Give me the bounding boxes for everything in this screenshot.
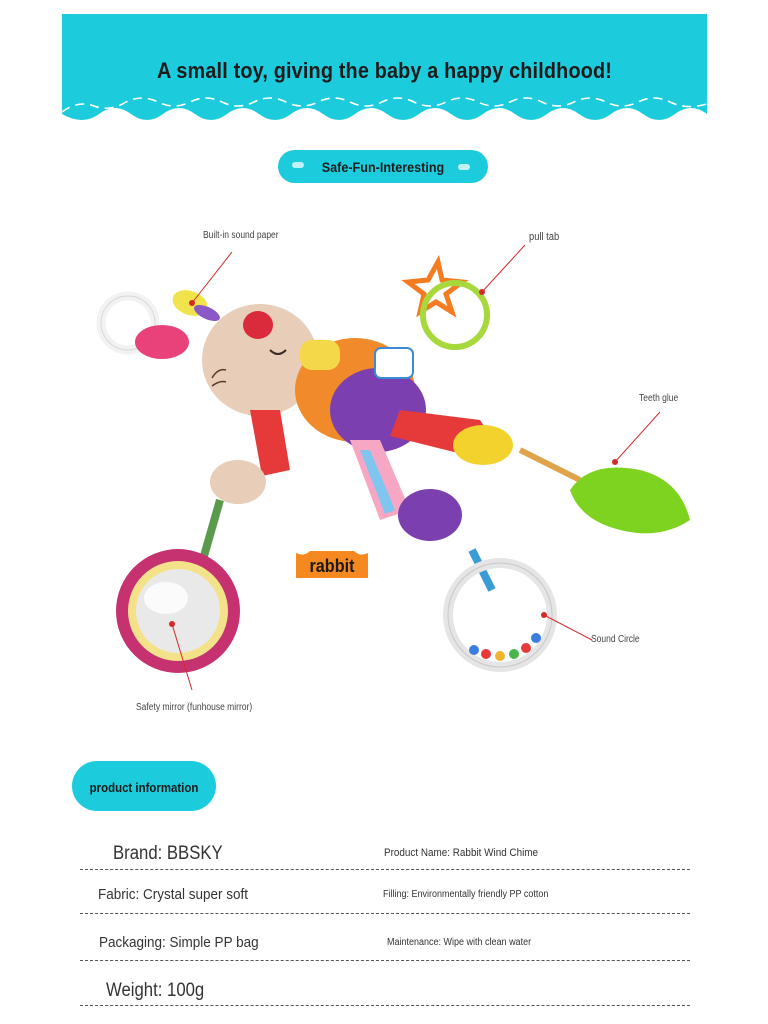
paw-beige (210, 460, 266, 504)
spec-product-name: Product Name: Rabbit Wind Chime (384, 847, 539, 859)
rabbit-eye (269, 349, 287, 355)
teether-leaf (570, 467, 690, 534)
product-info-heading: product information (72, 761, 216, 811)
divider (80, 960, 690, 961)
divider (80, 869, 690, 870)
spec-maintenance: Maintenance: Wipe with clean water (387, 937, 532, 948)
banner-background (62, 14, 707, 120)
toy-label: rabbit (309, 556, 355, 576)
callout-teeth-glue: Teeth glue (639, 393, 679, 404)
callout-pull-tab: pull tab (529, 231, 560, 243)
product-info-heading-text: product information (89, 780, 199, 795)
spec-filling: Filling: Environmentally friendly PP cot… (383, 889, 549, 900)
tagline-text: Safe-Fun-Interesting (321, 159, 445, 175)
spec-brand: Brand: BBSKY (113, 843, 223, 864)
callout-sound-circle: Sound Circle (591, 634, 640, 645)
brand-tag (374, 347, 414, 379)
top-banner: A small toy, giving the baby a happy chi… (62, 14, 707, 127)
foot-yellow (453, 425, 513, 465)
pill-decoration (458, 164, 470, 170)
label-tag-shape (296, 551, 368, 578)
tagline-pill: Safe-Fun-Interesting (278, 150, 488, 183)
callout-mirror: Safety mirror (funhouse mirror) (136, 702, 253, 713)
divider (80, 1005, 690, 1006)
mirror (116, 549, 240, 673)
callout-sound-paper: Built-in sound paper (203, 230, 279, 241)
rabbit-label-tag: rabbit (296, 551, 368, 578)
rattle-ring (443, 558, 557, 672)
rabbit-nose (243, 311, 273, 339)
ear-purple (194, 304, 220, 322)
spec-fabric: Fabric: Crystal super soft (98, 886, 249, 903)
banner-title: A small toy, giving the baby a happy chi… (156, 58, 613, 83)
pull-tab (401, 255, 490, 350)
arm-pink (135, 325, 189, 359)
rabbit-toy-image (96, 244, 690, 691)
spec-weight: Weight: 100g (106, 980, 205, 1001)
pill-decoration (292, 162, 304, 168)
rabbit-head (202, 304, 318, 416)
foot-purple (398, 489, 462, 541)
c-ring (96, 291, 160, 355)
divider (80, 913, 690, 914)
spec-packaging: Packaging: Simple PP bag (99, 934, 259, 951)
